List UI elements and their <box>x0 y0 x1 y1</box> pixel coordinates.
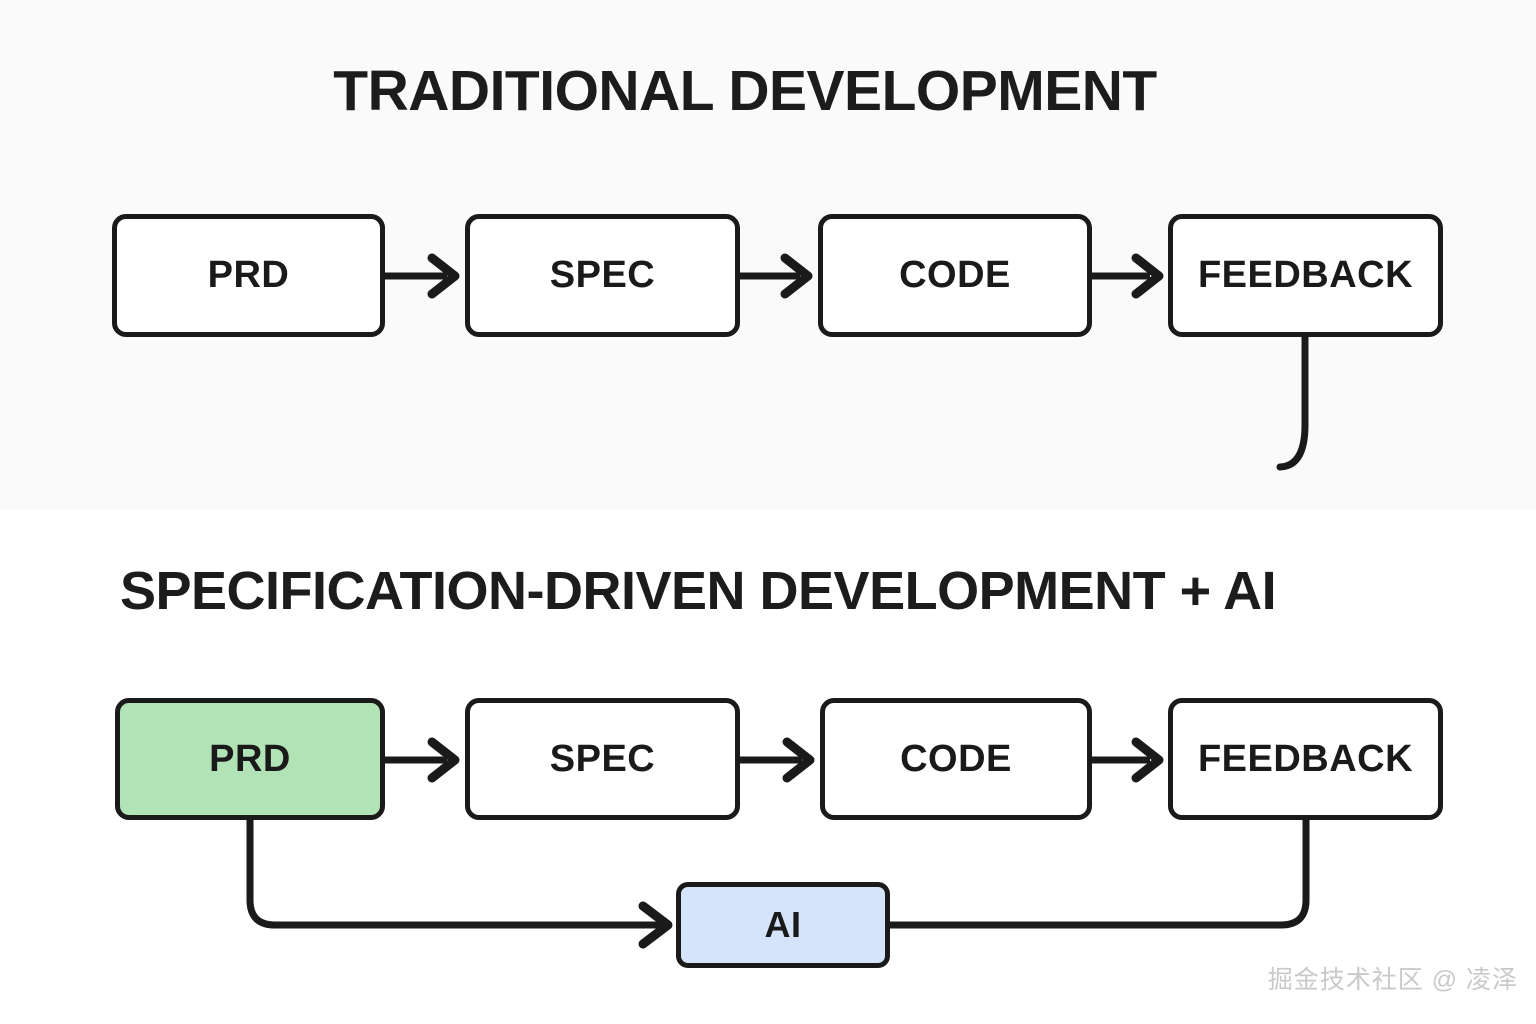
spec-driven-section-title: SPECIFICATION-DRIVEN DEVELOPMENT + AI <box>120 561 1277 621</box>
node-feedback-traditional[interactable]: FEEDBACK <box>1168 214 1443 337</box>
node-feedback-spec-driven[interactable]: FEEDBACK <box>1168 698 1443 820</box>
watermark: 掘金技术社区 @ 凌泽 <box>1267 966 1518 994</box>
node-ai[interactable]: AI <box>676 882 890 968</box>
node-spec-spec-driven[interactable]: SPEC <box>465 698 740 820</box>
traditional-section-title: TRADITIONAL DEVELOPMENT <box>333 59 1157 123</box>
node-code-traditional[interactable]: CODE <box>818 214 1092 337</box>
node-prd-traditional[interactable]: PRD <box>112 214 385 337</box>
node-spec-traditional[interactable]: SPEC <box>465 214 740 337</box>
node-prd-spec-driven[interactable]: PRD <box>115 698 385 820</box>
node-code-spec-driven[interactable]: CODE <box>820 698 1092 820</box>
